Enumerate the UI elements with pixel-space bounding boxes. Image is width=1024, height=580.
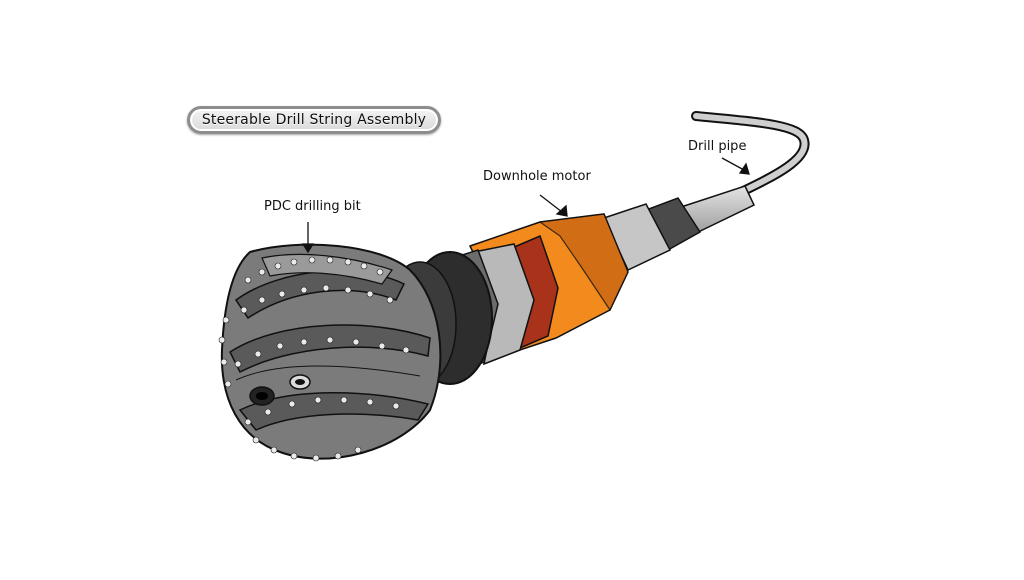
diagram-title: Steerable Drill String Assembly xyxy=(201,112,427,128)
label-downhole-motor: Downhole motor xyxy=(483,169,591,184)
label-pdc-drilling-bit: PDC drilling bit xyxy=(264,199,361,214)
arrow-pipe xyxy=(721,157,745,171)
diagram-title-badge: Steerable Drill String Assembly xyxy=(187,106,441,134)
label-drill-pipe: Drill pipe xyxy=(688,139,747,154)
pdc-drill-bit xyxy=(218,243,442,462)
pdc-cutters xyxy=(218,256,410,462)
arrow-motor xyxy=(539,194,563,213)
label-arrows xyxy=(301,157,750,254)
